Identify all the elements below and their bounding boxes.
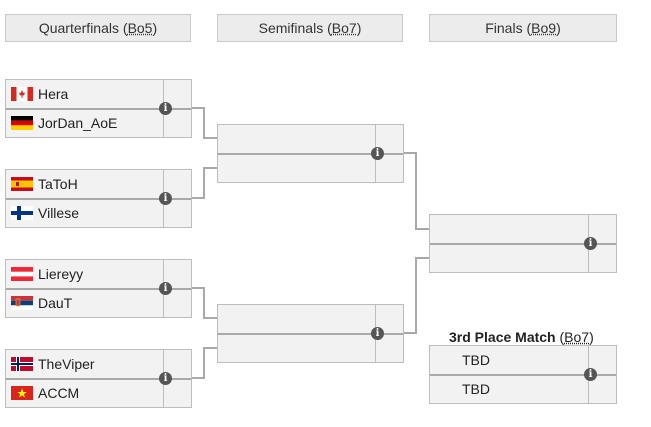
connector-sf2-final xyxy=(403,257,429,334)
qf1-player-2-name: JorDan_AoE xyxy=(38,115,118,131)
connector-sf1-final xyxy=(403,152,429,230)
finland-flag-icon xyxy=(11,206,33,220)
sf-match-1[interactable]: i xyxy=(217,124,404,183)
norway-flag-icon xyxy=(11,357,33,371)
final-player-2[interactable] xyxy=(430,244,588,272)
qf3-player-2[interactable]: DauT xyxy=(6,289,163,317)
qf-match-4[interactable]: TheViper ACCM i xyxy=(5,349,192,408)
vietnam-flag-icon xyxy=(11,386,33,400)
qf1-divider xyxy=(6,108,191,110)
qf4-player-2[interactable]: ACCM xyxy=(6,379,163,407)
connector-qf2-sf1 xyxy=(191,167,217,199)
qf4-player-1-name: TheViper xyxy=(38,356,95,372)
qf3-player-1-name: Liereyy xyxy=(38,266,84,282)
final-player-1[interactable] xyxy=(430,215,588,243)
qf-match-1[interactable]: Hera JorDan_AoE i xyxy=(5,79,192,138)
third-place-player-2-name: TBD xyxy=(462,381,490,397)
header-semifinals-format: Bo7 xyxy=(331,20,357,36)
third-place-title: 3rd Place Match (Bo7) xyxy=(449,329,594,345)
third-place-match[interactable]: TBD TBD i xyxy=(429,345,617,404)
header-finals-label: Finals xyxy=(485,20,523,36)
info-icon[interactable]: i xyxy=(159,282,172,295)
third-place-title-text: 3rd Place Match xyxy=(449,329,556,345)
third-place-player-1-name: TBD xyxy=(462,352,490,368)
header-finals-format: Bo9 xyxy=(531,20,557,36)
header-quarterfinals-format: Bo5 xyxy=(127,20,153,36)
spain-flag-icon xyxy=(11,177,33,191)
qf3-divider xyxy=(6,288,191,290)
qf1-player-2[interactable]: JorDan_AoE xyxy=(6,109,163,137)
qf2-player-2[interactable]: Villese xyxy=(6,199,163,227)
austria-flag-icon xyxy=(11,267,33,281)
final-match[interactable]: i xyxy=(429,214,617,273)
connector-qf4-sf2 xyxy=(191,347,217,379)
qf2-player-1[interactable]: TaToH xyxy=(6,170,163,198)
qf4-player-2-name: ACCM xyxy=(38,385,80,401)
header-quarterfinals: Quarterfinals (Bo5) xyxy=(5,14,191,42)
sf1-player-1[interactable] xyxy=(218,125,375,153)
info-icon[interactable]: i xyxy=(159,372,172,385)
third-place-format: Bo7 xyxy=(564,329,590,345)
third-place-divider xyxy=(430,374,616,376)
info-icon[interactable]: i xyxy=(159,192,172,205)
qf3-player-1[interactable]: Liereyy xyxy=(6,260,163,288)
qf4-divider xyxy=(6,378,191,380)
final-divider xyxy=(430,243,616,245)
qf1-player-1[interactable]: Hera xyxy=(6,80,163,108)
sf2-player-1[interactable] xyxy=(218,305,375,333)
third-place-player-2[interactable]: TBD xyxy=(430,375,588,403)
qf-match-2[interactable]: TaToH Villese i xyxy=(5,169,192,228)
qf1-player-1-name: Hera xyxy=(38,86,69,102)
serbia-flag-icon xyxy=(11,296,33,310)
header-semifinals-label: Semifinals xyxy=(258,20,324,36)
germany-flag-icon xyxy=(11,116,33,130)
sf1-divider xyxy=(218,153,403,155)
header-semifinals: Semifinals (Bo7) xyxy=(217,14,403,42)
connector-qf1-sf1 xyxy=(191,107,217,139)
qf2-divider xyxy=(6,198,191,200)
connector-qf3-sf2 xyxy=(191,287,217,319)
qf2-player-1-name: TaToH xyxy=(38,176,78,192)
canada-flag-icon xyxy=(11,87,33,101)
info-icon[interactable]: i xyxy=(584,237,597,250)
sf2-player-2[interactable] xyxy=(218,334,375,362)
header-finals: Finals (Bo9) xyxy=(429,14,617,42)
sf2-divider xyxy=(218,333,403,335)
third-place-player-1[interactable]: TBD xyxy=(430,346,588,374)
info-icon[interactable]: i xyxy=(159,102,172,115)
info-icon[interactable]: i xyxy=(371,327,384,340)
qf3-player-2-name: DauT xyxy=(38,295,73,311)
qf-match-3[interactable]: Liereyy DauT i xyxy=(5,259,192,318)
info-icon[interactable]: i xyxy=(371,147,384,160)
sf-match-2[interactable]: i xyxy=(217,304,404,363)
sf1-player-2[interactable] xyxy=(218,154,375,182)
header-quarterfinals-label: Quarterfinals xyxy=(38,20,119,36)
qf4-player-1[interactable]: TheViper xyxy=(6,350,163,378)
info-icon[interactable]: i xyxy=(584,368,597,381)
qf2-player-2-name: Villese xyxy=(38,205,79,221)
